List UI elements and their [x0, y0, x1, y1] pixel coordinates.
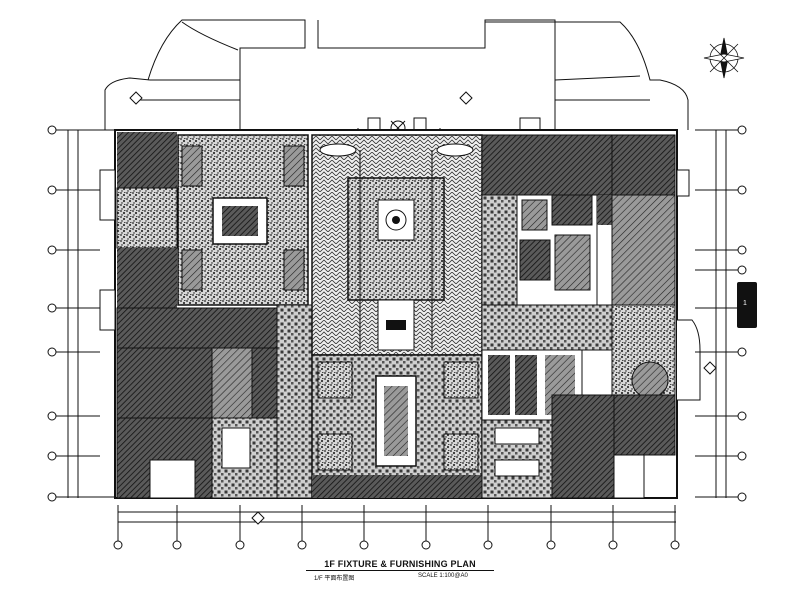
entrance-canopy — [104, 19, 689, 131]
level-marker-icon — [129, 91, 717, 525]
drawing-subtitle: 1/F 平面布置图 — [314, 576, 355, 582]
sheet-tab-icon: 1 — [737, 282, 757, 328]
drawing-title: 1F FIXTURE & FURNISHING PLAN — [324, 559, 476, 569]
north-arrow-icon — [703, 37, 745, 79]
dimension-lines — [67, 130, 727, 523]
grid-axis-bubble-icon — [113, 505, 680, 550]
grid-axis-bubble-icon — [47, 125, 115, 502]
drawing-scale: SCALE 1:100@A0 — [418, 573, 468, 579]
title-underline — [306, 570, 494, 571]
sheet-tab-label: 1 — [743, 300, 747, 307]
